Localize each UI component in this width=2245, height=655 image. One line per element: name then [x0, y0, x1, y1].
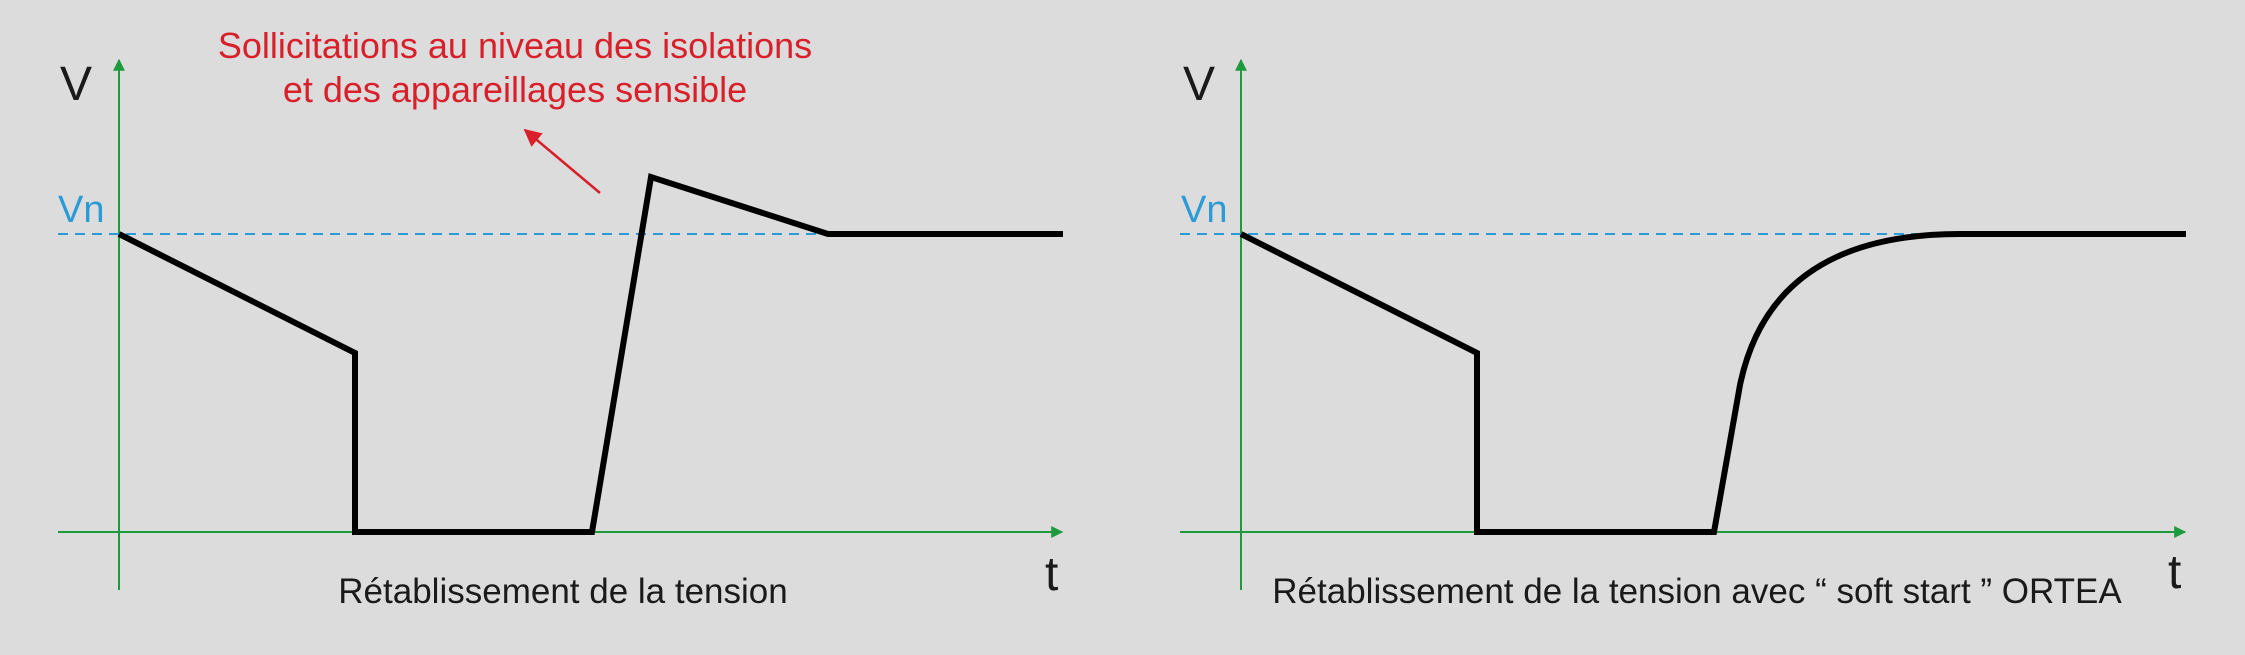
caption: Rétablissement de la tension avec “ soft…	[1272, 572, 2122, 611]
y-axis-label: V	[60, 58, 92, 111]
annotation-line-2: et des appareillages sensible	[283, 69, 747, 110]
x-axis-label: t	[1045, 548, 1058, 601]
caption: Rétablissement de la tension	[338, 572, 787, 611]
annotation-line-1: Sollicitations au niveau des isolations	[218, 25, 812, 66]
y-axis-label: V	[1183, 58, 1215, 111]
vn-label: Vn	[58, 189, 104, 231]
voltage-curve	[117, 173, 1063, 535]
left-diagram: Sollicitations au niveau des isolations …	[58, 25, 1064, 611]
vn-label: Vn	[1181, 189, 1227, 231]
right-diagram: Vn V t Rétablissement de la tension avec…	[1180, 58, 2187, 611]
annotation-arrow-icon	[523, 128, 601, 194]
x-axis-label: t	[2168, 546, 2181, 599]
voltage-curve-soft-start	[1239, 231, 2186, 535]
